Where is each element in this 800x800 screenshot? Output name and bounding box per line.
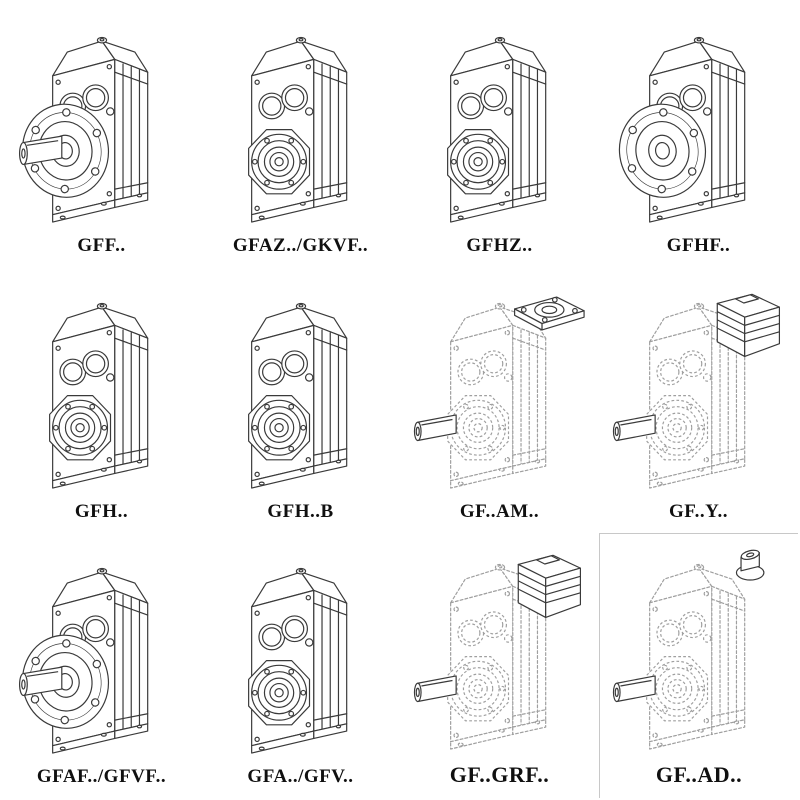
catalog-cell: GFA../GFV.. <box>201 533 400 798</box>
shaft-mounted-gear-unit-drawing <box>247 567 347 754</box>
shaft-mounted-gear-unit-drawing <box>48 302 148 489</box>
catalog-cell: GFH.. <box>2 267 201 532</box>
model-label: GFH.. <box>74 500 129 522</box>
catalog-cell: GF..GRF.. <box>400 533 599 798</box>
model-label: GFHF.. <box>666 235 731 257</box>
model-label: GFF.. <box>77 235 126 257</box>
catalog-cell: GF..AM.. <box>400 267 599 532</box>
shaft-mounted-gear-unit-drawing <box>247 302 347 489</box>
shaft-mounted-gear-unit-drawing <box>247 37 347 223</box>
model-label: GFH..B <box>267 500 334 522</box>
model-label: GFAZ../GKVF.. <box>232 235 369 257</box>
catalog-cell: GFAF../GFVF.. <box>2 533 201 798</box>
shaft-mounted-gear-unit-drawing <box>446 37 546 223</box>
model-label: GF..AM.. <box>459 500 540 522</box>
flange-gear-unit-with-shaft-drawing <box>15 567 148 754</box>
model-label: GF..AD.. <box>655 762 743 787</box>
model-label: GFAF../GFVF.. <box>36 766 167 787</box>
model-label: GF..Y.. <box>668 500 729 522</box>
catalog-cell: GFH..B <box>201 267 400 532</box>
gear-unit-with-motor-outline-drawing <box>413 554 581 750</box>
flange-gear-unit-drawing <box>612 37 745 223</box>
gear-unit-with-motor-outline-drawing <box>612 293 780 489</box>
flange-gear-unit-with-shaft-drawing <box>15 37 148 223</box>
catalog-cell: GF..AD.. <box>599 532 798 798</box>
model-label: GFA../GFV.. <box>247 766 354 787</box>
gear-unit-with-adapter-flange-outline-drawing <box>413 296 585 489</box>
catalog-cell: GFAZ../GKVF.. <box>201 2 400 267</box>
catalog-cell: GFHF.. <box>599 2 798 267</box>
catalog-cell: GFF.. <box>2 2 201 267</box>
model-label: GFHZ.. <box>466 235 533 257</box>
model-label: GF..GRF.. <box>449 762 550 787</box>
gear-unit-with-input-adapter-outline-drawing <box>612 548 765 750</box>
catalog-cell: GFHZ.. <box>400 2 599 267</box>
catalog-cell: GF..Y.. <box>599 267 798 532</box>
